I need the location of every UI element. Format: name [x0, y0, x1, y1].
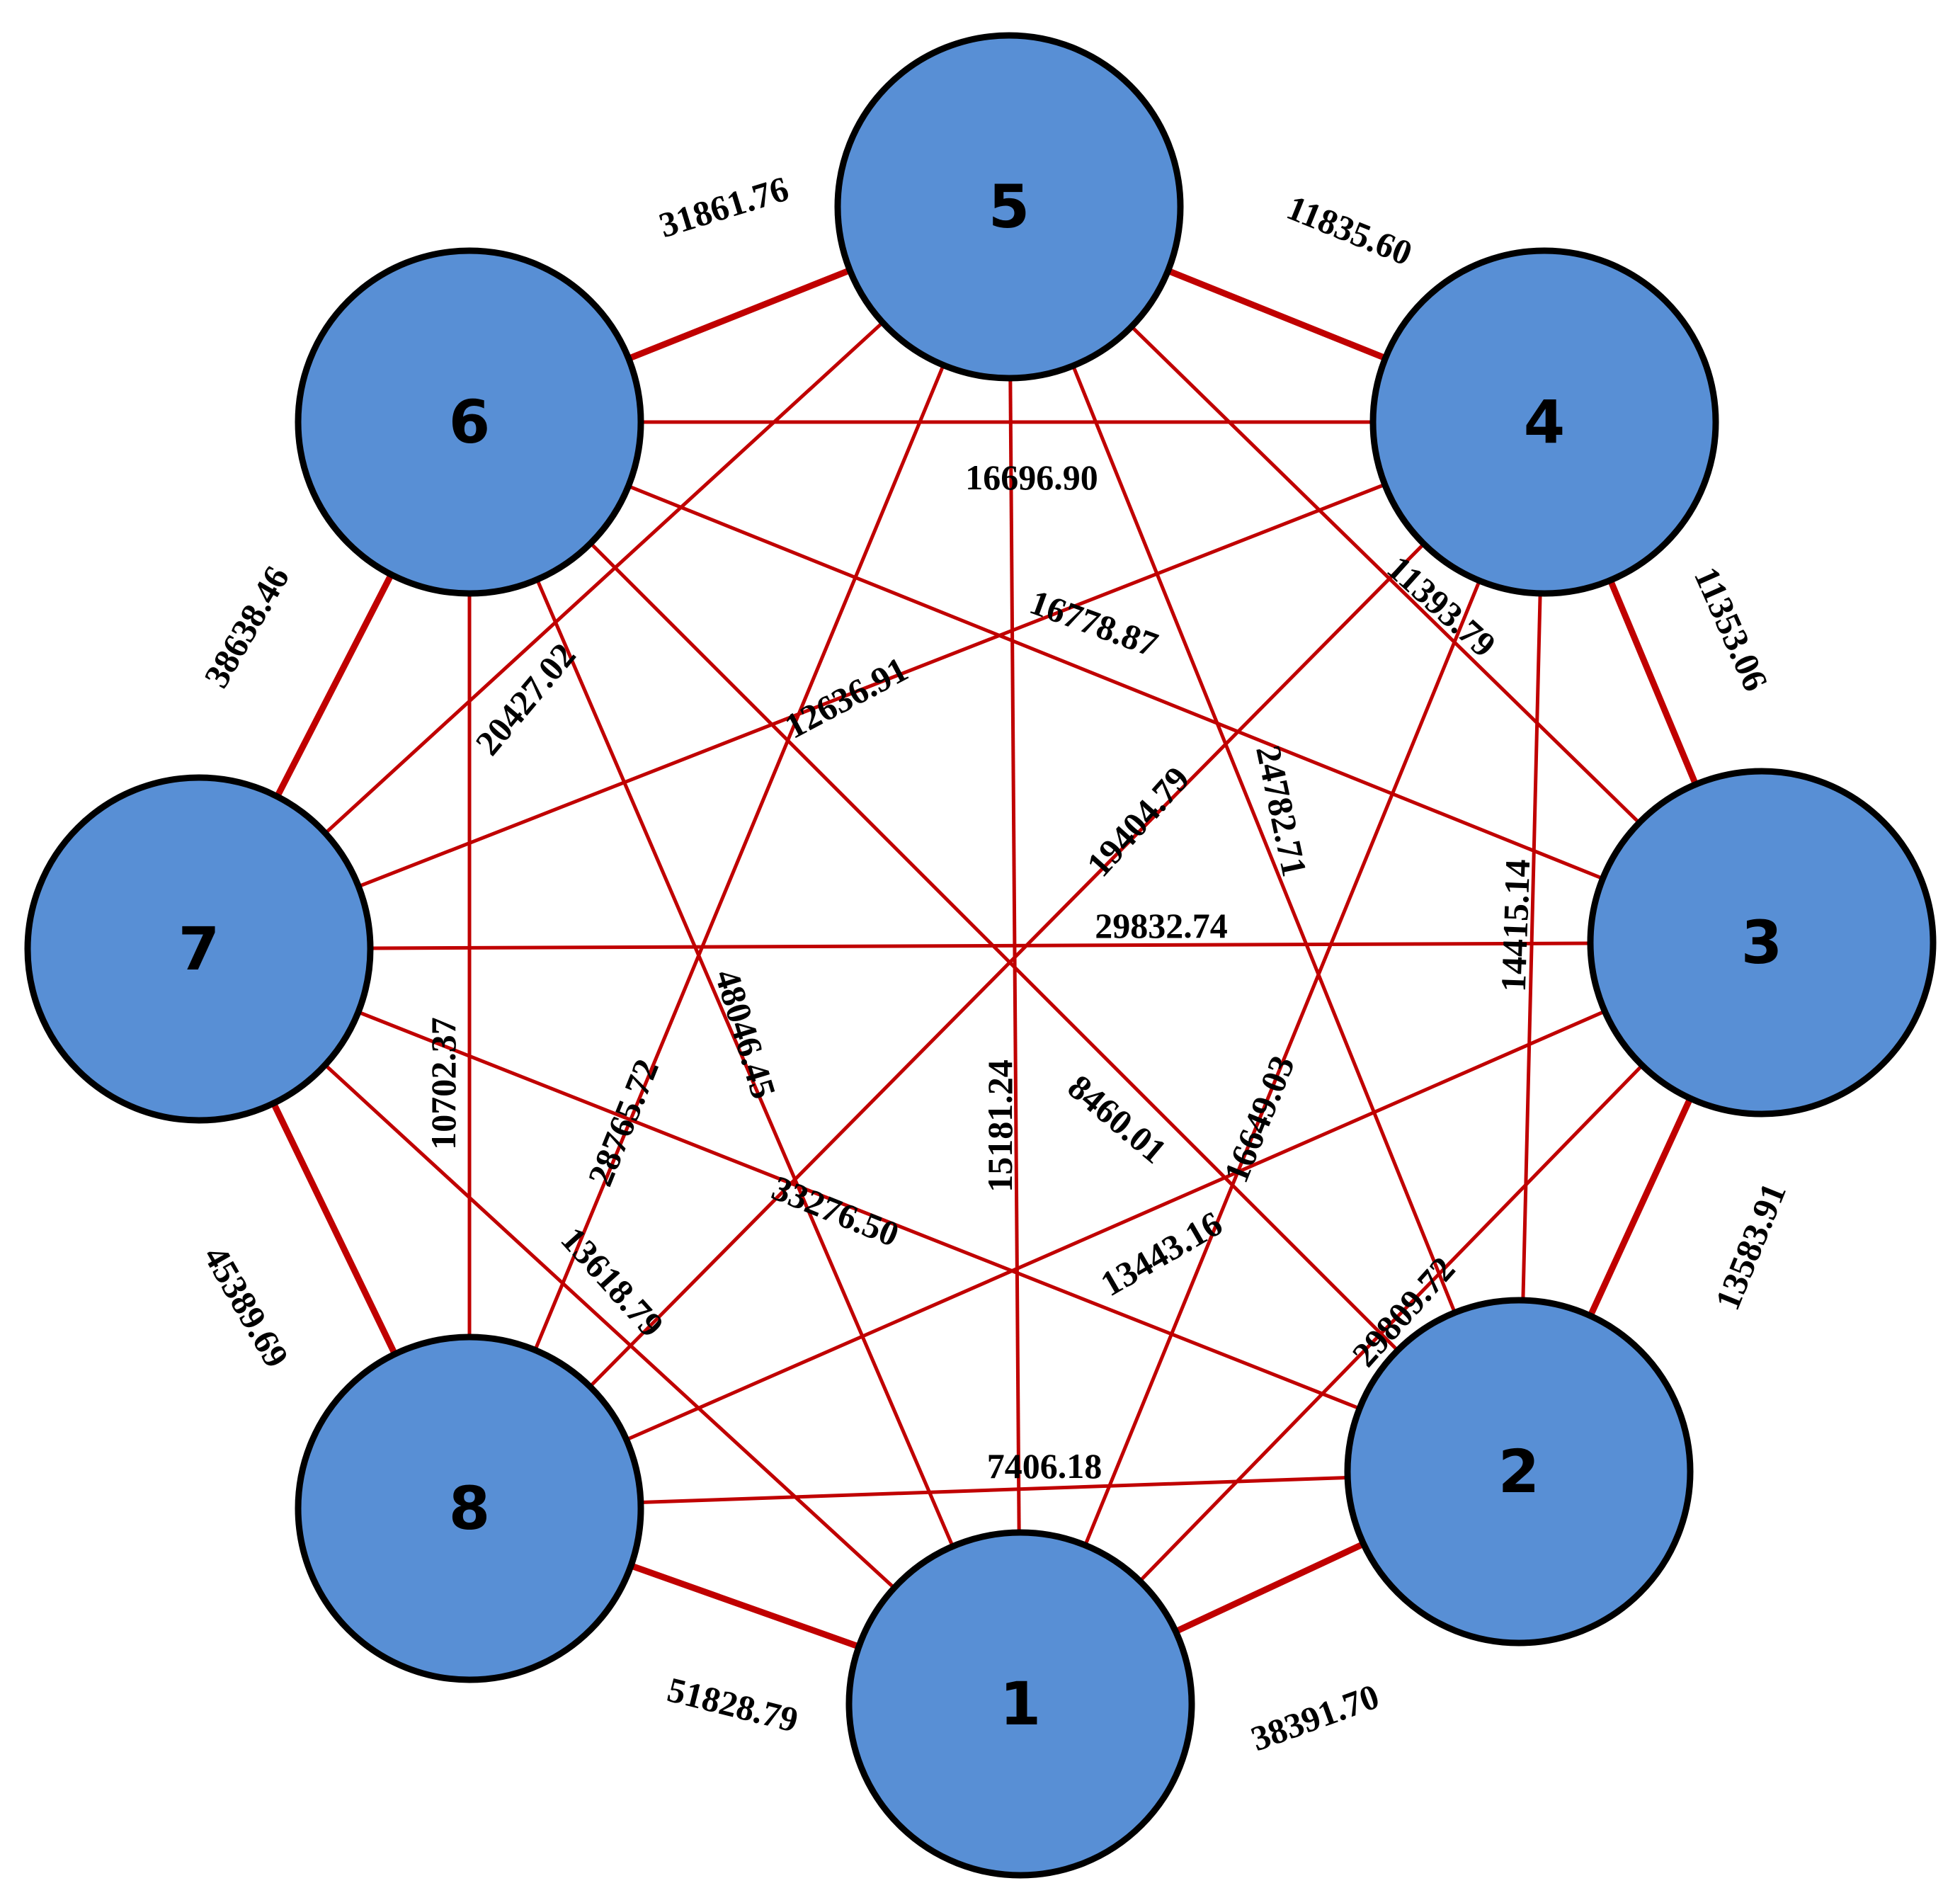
edge-weight-label-6-1: 48046.45 [707, 965, 784, 1103]
node-1: 1 [845, 1529, 1195, 1879]
edge-5-8 [533, 364, 945, 1351]
node-label-4: 4 [1524, 387, 1565, 457]
node-circle-5 [834, 32, 1184, 382]
node-label-7: 7 [178, 914, 220, 984]
node-label-3: 3 [1741, 908, 1782, 977]
edge-weight-label-7-6: 38638.46 [196, 559, 297, 694]
edge-weight-label-6-5: 31861.76 [654, 169, 793, 245]
node-circle-7 [24, 774, 374, 1124]
node-7: 7 [24, 774, 374, 1124]
edge-6-3 [627, 484, 1604, 880]
edge-5-4 [1166, 268, 1387, 361]
edge-weight-label-3-2: 13583.91 [1707, 1178, 1794, 1316]
edge-weight-label-3-8: 13443.16 [1094, 1203, 1229, 1304]
edge-7-2 [358, 1010, 1360, 1411]
edge-weight-label-5-2: 24782.71 [1248, 741, 1315, 880]
edge-6-2 [589, 542, 1399, 1352]
node-label-8: 8 [449, 1474, 490, 1543]
edge-weight-label-4-3: 11353.06 [1687, 561, 1776, 697]
edge-3-8 [625, 1009, 1606, 1442]
edge-7-6 [274, 573, 394, 798]
node-circle-3 [1587, 768, 1937, 1118]
edge-3-2 [1587, 1097, 1694, 1317]
edge-7-3 [370, 941, 1591, 950]
edge-weight-label-1-8: 51828.79 [663, 1669, 802, 1740]
edge-weight-label-5-8: 28765.72 [580, 1054, 666, 1192]
edge-4-7 [358, 482, 1386, 889]
edge-weight-label-5-4: 11835.60 [1282, 187, 1418, 273]
edges-layer [270, 267, 1699, 1650]
node-label-2: 2 [1498, 1437, 1539, 1506]
edge-weight-label-4-7: 12636.91 [778, 649, 914, 746]
node-label-6: 6 [449, 387, 490, 457]
edge-2-1 [1174, 1541, 1365, 1634]
edge-weight-label-4-8: 19404.79 [1078, 759, 1197, 885]
node-8: 8 [295, 1333, 644, 1683]
node-circle-2 [1344, 1297, 1694, 1647]
edge-1-8 [629, 1562, 860, 1650]
edge-weight-label-6-8: 10702.37 [423, 1017, 463, 1150]
nodes-layer: 1 2 3 4 5 6 7 8 [24, 32, 1937, 1879]
node-label-5: 5 [988, 172, 1030, 241]
node-3: 3 [1587, 768, 1937, 1118]
edge-8-7 [270, 1101, 398, 1356]
node-circle-4 [1369, 247, 1719, 597]
edge-8-2 [640, 1475, 1348, 1505]
edge-5-3 [1130, 325, 1641, 824]
edge-weight-label-6-4: 16696.90 [965, 457, 1098, 497]
edge-weight-label-6-2: 8460.01 [1061, 1067, 1174, 1171]
node-5: 5 [834, 32, 1184, 382]
edge-weight-label-7-1: 13618.79 [553, 1219, 671, 1345]
edge-weight-label-8-2: 7406.18 [987, 1446, 1102, 1486]
node-circle-1 [845, 1529, 1195, 1879]
edge-weight-label-2-1: 38391.70 [1246, 1676, 1384, 1759]
edge-5-7 [324, 321, 884, 835]
edge-4-3 [1607, 579, 1699, 786]
node-label-1: 1 [1000, 1669, 1041, 1739]
node-6: 6 [295, 247, 644, 597]
edge-weight-label-4-1: 16649.03 [1216, 1050, 1302, 1188]
edge-7-1 [324, 1063, 896, 1590]
edge-4-8 [588, 542, 1425, 1388]
edge-weight-label-7-2: 33276.50 [767, 1168, 905, 1254]
node-2: 2 [1344, 1297, 1694, 1647]
edge-weight-label-4-2: 14415.14 [1493, 858, 1538, 992]
edge-6-1 [535, 579, 955, 1547]
node-circle-8 [295, 1333, 644, 1683]
edge-weight-label-7-3: 29832.74 [1095, 906, 1228, 945]
edge-weight-label-5-7: 20427.02 [467, 635, 583, 763]
edge-weight-label-6-3: 16778.87 [1025, 582, 1163, 665]
edge-5-2 [1071, 365, 1457, 1314]
edge-6-5 [627, 267, 851, 362]
edge-weight-label-8-7: 45389.69 [196, 1239, 297, 1374]
node-circle-6 [295, 247, 644, 597]
edge-3-1 [1139, 1064, 1643, 1583]
edge-weight-label-5-1: 15181.24 [980, 1059, 1020, 1193]
node-4: 4 [1369, 247, 1719, 597]
edge-4-1 [1083, 580, 1481, 1546]
edge-5-1 [1008, 377, 1021, 1533]
